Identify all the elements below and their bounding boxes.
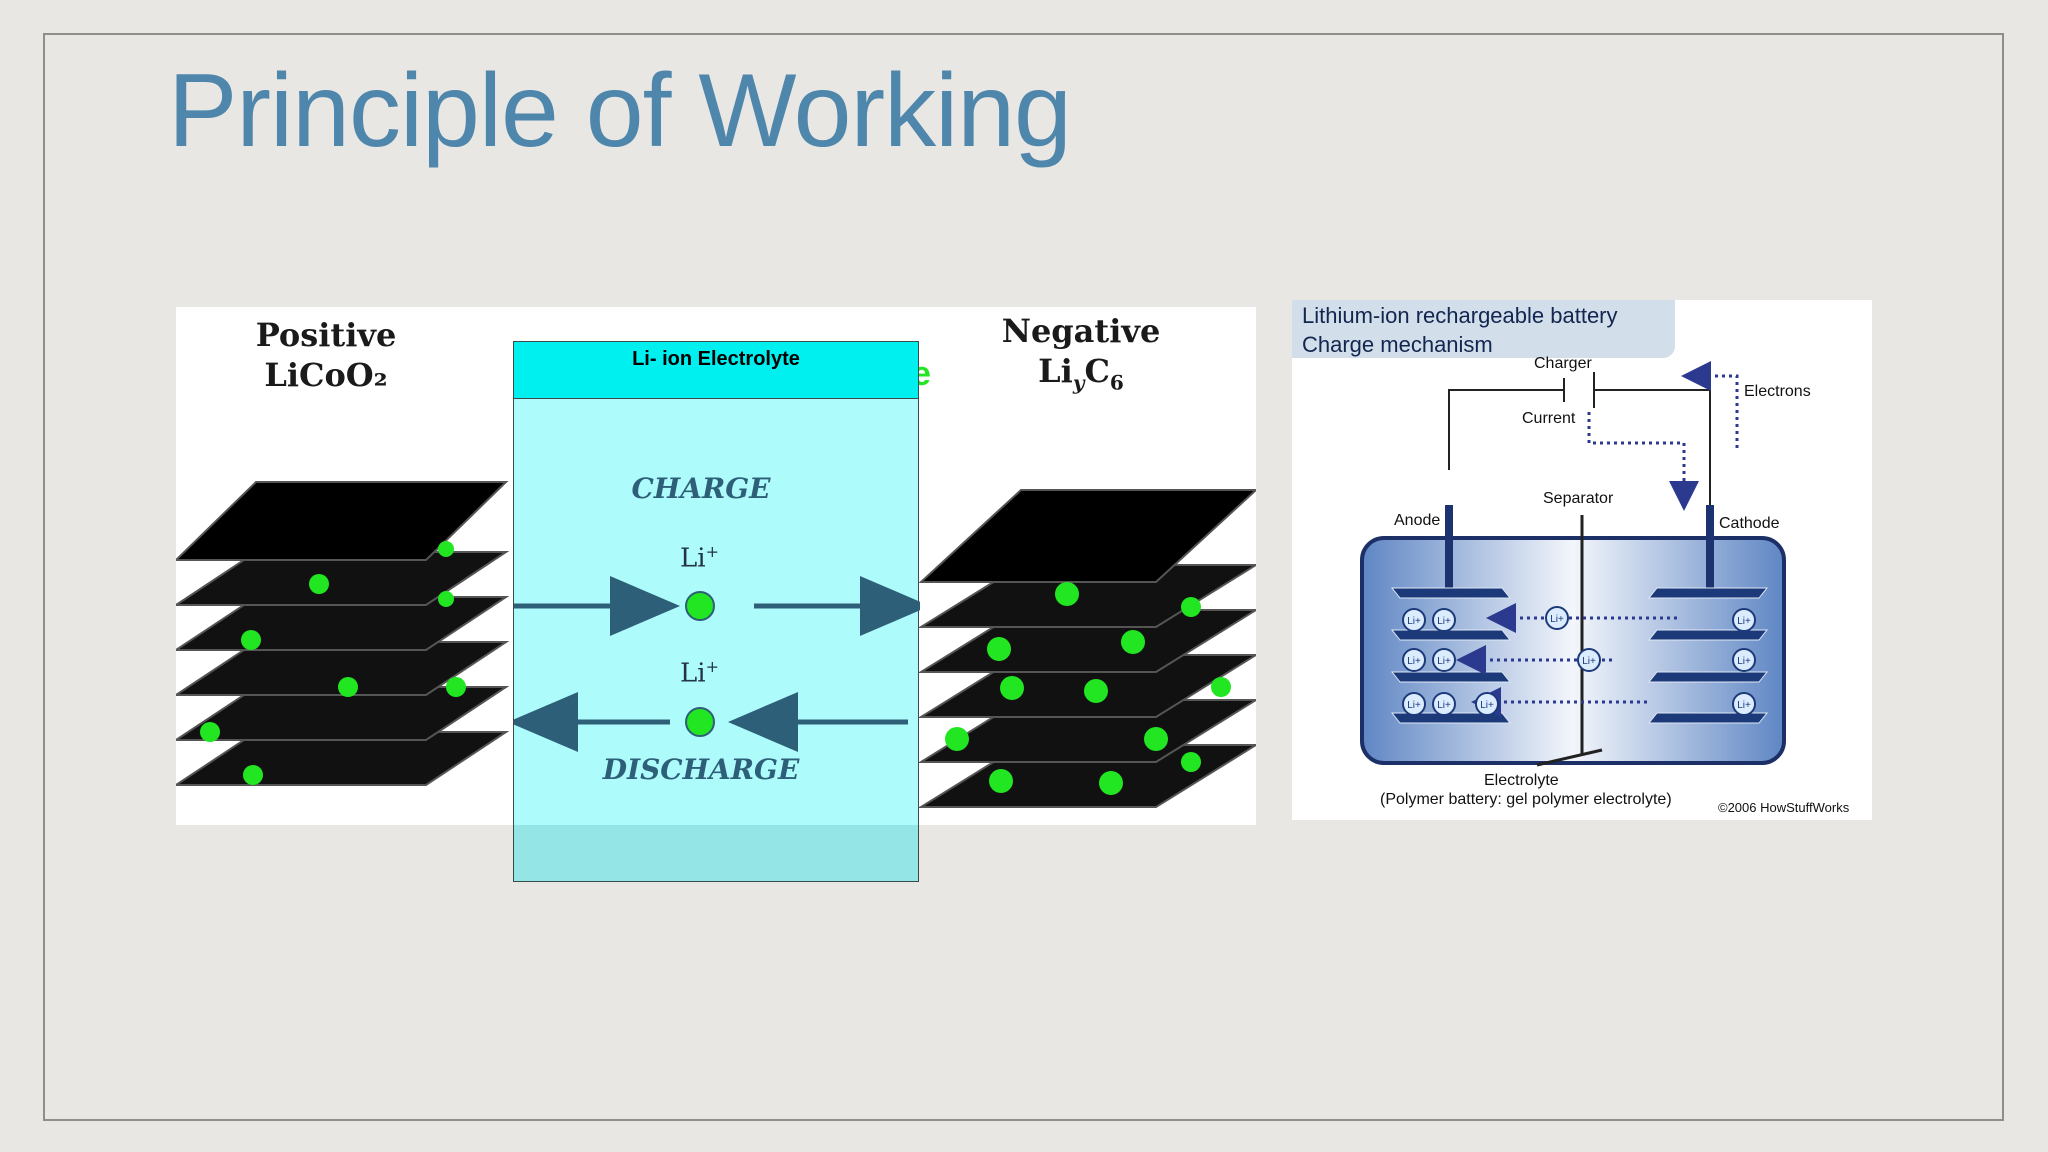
ion-dot xyxy=(945,727,969,751)
ion-dot xyxy=(685,707,715,737)
ion-symbol: Li+ xyxy=(1407,616,1421,627)
cathode-terminal xyxy=(1706,505,1714,590)
ion-symbol: Li+ xyxy=(1437,616,1451,627)
separator-label: Separator xyxy=(1543,490,1614,507)
ion-dot xyxy=(446,677,466,697)
ion-symbol: Li+ xyxy=(1737,700,1751,711)
diagram-title-line1: Lithium-ion rechargeable battery xyxy=(1302,303,1618,328)
ion-symbol: Li+ xyxy=(1737,616,1751,627)
ion-dot xyxy=(438,541,454,557)
ion-dot xyxy=(438,591,454,607)
ion-dot xyxy=(1181,752,1201,772)
positive-text: Positive xyxy=(255,316,397,354)
charge-discharge-arrows xyxy=(514,576,920,752)
ion-dot xyxy=(1144,727,1168,751)
ion-symbol: Li+ xyxy=(1480,700,1494,711)
ion-dot xyxy=(989,769,1013,793)
charge-label: CHARGE xyxy=(631,472,771,505)
charger-label: Charger xyxy=(1534,355,1592,372)
positive-plate-1 xyxy=(176,481,509,561)
slide-frame xyxy=(43,33,2004,1121)
ion-dot xyxy=(309,574,329,594)
ion-dot xyxy=(685,591,715,621)
ion-symbol: Li+ xyxy=(1737,656,1751,667)
ion-dot xyxy=(1121,630,1145,654)
discharge-label: DISCHARGE xyxy=(602,753,800,786)
ion-symbol: Li+ xyxy=(1407,656,1421,667)
electrolyte-label: Electrolyte xyxy=(1484,772,1559,789)
cathode-label: Cathode xyxy=(1719,515,1780,532)
ion-dot xyxy=(338,677,358,697)
electrons-arrow xyxy=(1681,361,1739,448)
cathode-wire xyxy=(1594,389,1711,510)
ion-symbol: Li+ xyxy=(1437,700,1451,711)
ion-symbol: Li+ xyxy=(1437,656,1451,667)
ion-symbol: Li+ xyxy=(1550,614,1564,625)
electrons-label: Electrons xyxy=(1744,383,1811,400)
anode-wire xyxy=(1448,389,1564,470)
diagram-title-box xyxy=(1292,300,1675,358)
copyright-text: ©2006 HowStuffWorks xyxy=(1718,800,1850,815)
lithium-ions xyxy=(1402,606,1756,716)
negative-label: Negative LiyC6 xyxy=(996,311,1166,395)
current-arrow xyxy=(1587,412,1699,511)
ion-dot xyxy=(241,630,261,650)
li-ion-label-top: Li+ xyxy=(680,542,719,574)
negative-electrode-stack xyxy=(917,489,1256,808)
ion-dot xyxy=(1055,582,1079,606)
electrolyte-header: Li- ion Electrolyte xyxy=(514,342,918,399)
positive-label: Positive LiCoO₂ xyxy=(226,315,426,395)
positive-plate-5 xyxy=(176,686,510,741)
current-label: Current xyxy=(1522,410,1576,427)
battery-cell xyxy=(1360,536,1786,765)
anode-label: Anode xyxy=(1394,512,1441,529)
slide-title: Principle of Working xyxy=(168,53,1072,169)
ion-symbol: Li+ xyxy=(1407,700,1421,711)
ion-dot xyxy=(200,722,220,742)
battery-charge-diagram: Lithium-ion rechargeable battery Charge … xyxy=(1292,300,1872,820)
overlay-footer-band xyxy=(514,825,918,881)
electrolyte-pointer xyxy=(1536,748,1603,767)
positive-electrode-stack xyxy=(176,481,510,786)
battery-schematic: Li+ Li+ Li+ Li+ Li+ Li+ Li+ Li+ Li+ Li+ Li+ Li+ xyxy=(1360,361,1786,767)
ion-symbol: Li+ xyxy=(1582,656,1596,667)
positive-plate-2 xyxy=(176,551,510,606)
positive-formula: LiCoO₂ xyxy=(264,356,388,394)
anode-terminal xyxy=(1445,505,1453,590)
ion-dot xyxy=(1000,676,1024,700)
ion-dot xyxy=(1211,677,1231,697)
negative-text: Negative xyxy=(1001,312,1161,350)
negative-formula: LiyC6 xyxy=(1038,352,1124,395)
electrode-stacks xyxy=(176,481,1256,808)
ion-dot xyxy=(1099,771,1123,795)
negative-plate-1 xyxy=(918,489,1256,583)
cathode-plates xyxy=(1647,587,1769,724)
electrolyte-note: (Polymer battery: gel polymer electrolyt… xyxy=(1380,791,1672,808)
electrolyte-overlay: Li- ion Electrolyte CHARGE DISCHARGE Li+… xyxy=(513,341,920,882)
li-ion-label-bottom: Li+ xyxy=(680,657,719,689)
anode-plates xyxy=(1390,587,1512,724)
ion-dot xyxy=(243,765,263,785)
ion-dot xyxy=(1181,597,1201,617)
diagram-title-line2: Charge mechanism xyxy=(1302,332,1493,357)
ion-dot xyxy=(1084,679,1108,703)
ion-dot xyxy=(987,637,1011,661)
